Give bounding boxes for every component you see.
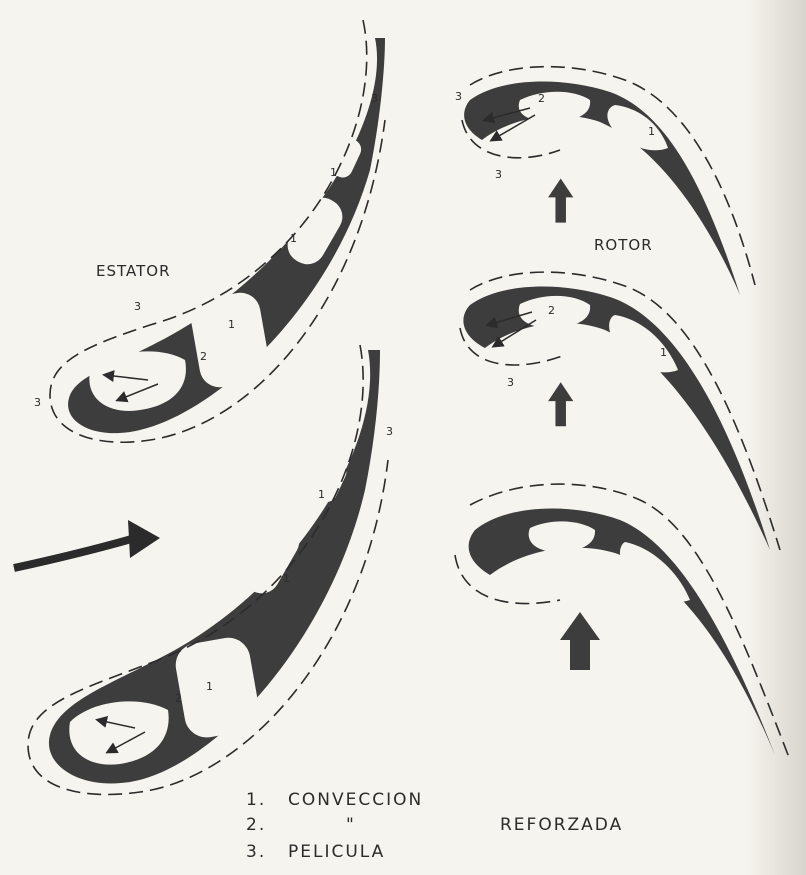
callout-1-rotor-middle: 1 <box>660 346 668 359</box>
callout-1-stator-upper-c: 1 <box>228 318 236 331</box>
callout-2-stator-lower: 2 <box>175 692 183 705</box>
callout-2-rotor-top: 2 <box>538 92 546 105</box>
legend-text-1: CONVECCION <box>288 790 423 810</box>
up-arrow-3 <box>560 612 600 670</box>
legend-item-2: 2."REFORZADA <box>246 815 623 835</box>
rotor-blade-top <box>462 67 755 295</box>
callout-3-stator-lower-tip: 3 <box>386 425 394 438</box>
rotor-label: ROTOR <box>594 236 653 254</box>
callout-1-stator-lower-c: 1 <box>206 680 214 693</box>
legend-item-1: 1.CONVECCION <box>246 790 423 810</box>
callout-1-stator-upper-a: 1 <box>330 166 338 179</box>
callout-2-rotor-middle: 2 <box>548 304 556 317</box>
callout-1-stator-upper-b: 1 <box>290 232 298 245</box>
rotor-blade-middle <box>460 272 780 550</box>
legend-extra-2: REFORZADA <box>500 815 623 835</box>
callout-3-stator-upper-tip: 3 <box>371 92 379 105</box>
callout-1-rotor-top: 1 <box>648 125 656 138</box>
stator-blade-upper <box>50 20 385 442</box>
callout-3-rotor-middle: 3 <box>507 376 515 389</box>
callout-2-stator-upper: 2 <box>200 350 208 363</box>
callout-3-stator-upper-b: 3 <box>34 396 42 409</box>
legend-ditto-2: " <box>288 815 500 835</box>
callout-1-stator-lower-a: 1 <box>318 488 326 501</box>
up-arrow-2 <box>548 382 573 426</box>
inflow-arrow <box>14 520 160 568</box>
legend-num-2: 2. <box>246 815 288 835</box>
callout-3-rotor-top-a: 3 <box>455 90 463 103</box>
legend-item-3: 3.PELICULA <box>246 842 385 862</box>
stator-label: ESTATOR <box>96 262 171 280</box>
callout-3-rotor-top-b: 3 <box>495 168 503 181</box>
up-arrow-1 <box>548 178 573 222</box>
callout-1-stator-lower-b: 1 <box>283 572 291 585</box>
callout-3-stator-upper-a: 3 <box>134 300 142 313</box>
legend-num-3: 3. <box>246 842 288 862</box>
legend-text-3: PELICULA <box>288 842 385 862</box>
legend-num-1: 1. <box>246 790 288 810</box>
rotor-blade-bottom <box>455 484 790 760</box>
